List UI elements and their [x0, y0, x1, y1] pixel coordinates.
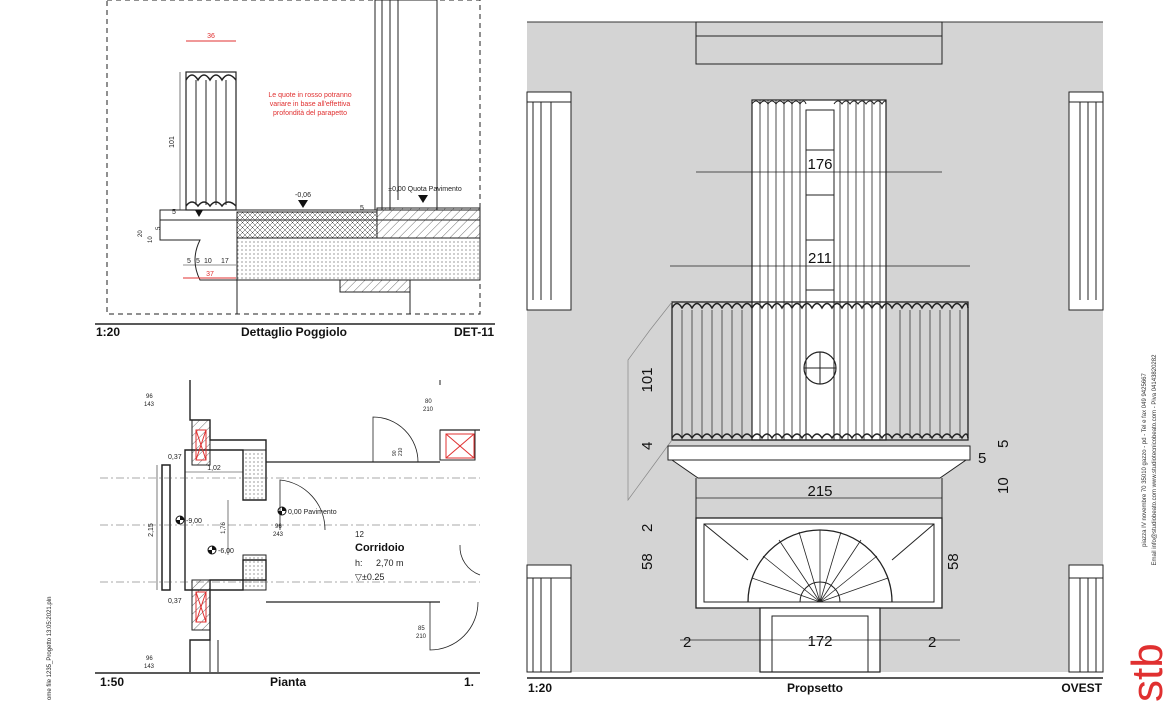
detail-dim-top: 36 — [207, 33, 215, 40]
plan-door-small-a: 90 — [392, 450, 398, 456]
detail-dim-small-2: 5 — [196, 258, 200, 265]
room-height: 2,70 m — [376, 558, 404, 568]
plan-level-pav: 0,00 Pavimento — [288, 509, 337, 516]
detail-dim-5a: 5 — [172, 209, 176, 216]
detail-dim-left-5a: 5 — [156, 226, 162, 230]
elev-dim-5a: 5 — [995, 440, 1012, 448]
elev-dim-2a: 2 — [639, 524, 656, 532]
file-name-label: ome file 1235_Progetto 13:05:2021.pln — [47, 597, 53, 700]
french-door — [751, 99, 887, 441]
detail-note-3: profondità del parapetto — [273, 110, 347, 117]
detail-dim-bottom: 37 — [206, 271, 214, 278]
plan-dim-176: 1,76 — [221, 522, 227, 534]
detail-dim-small-1: 5 — [187, 258, 191, 265]
detail-panel: 36 101 Le quote in rosso potranno variar… — [95, 0, 495, 339]
elev-dim-211: 211 — [808, 250, 832, 267]
elev-dim-2b: 2 — [683, 634, 691, 651]
detail-note-1: Le quote in rosso potranno — [268, 92, 351, 99]
detail-title: Dettaglio Poggiolo — [241, 325, 347, 339]
plan-door-small-b: 210 — [398, 447, 404, 456]
plan-level-900: -9,00 — [186, 518, 202, 525]
studio-address-2: Email info@studiobeato.com www.studiotec… — [1152, 354, 1158, 566]
plan-panel: 96 143 96 143 80 210 90 210 96 243 85 21… — [95, 380, 481, 689]
detail-dim-left-20: 20 — [138, 230, 144, 237]
detail-code: DET-11 — [454, 325, 494, 339]
plan-win-top-b: 143 — [144, 402, 155, 408]
elev-dim-4: 4 — [639, 442, 656, 450]
plan-level-600: -6,00 — [218, 548, 234, 555]
plan-win-bot-a: 96 — [146, 656, 153, 662]
detail-dim-height: 101 — [169, 136, 176, 148]
elev-code: OVEST — [1061, 681, 1102, 695]
studio-address-1: piazza IV novembre 70 35010 gazzo - pd -… — [1142, 373, 1148, 547]
elev-dim-5b: 5 — [978, 450, 986, 467]
left-window-top — [526, 91, 572, 311]
detail-dim-5b: 5 — [360, 205, 364, 212]
elev-dim-172: 172 — [807, 633, 832, 650]
plan-dim-215: 2,15 — [148, 523, 155, 537]
plan-dim-037-bot: 0,37 — [168, 598, 182, 605]
plan-door-bot-a: 85 — [418, 626, 425, 632]
plan-door-bot-b: 210 — [416, 634, 427, 640]
detail-dim-left-10: 10 — [148, 236, 154, 243]
balcony-railing — [627, 301, 969, 502]
detail-level-a: -0,06 — [295, 192, 311, 199]
right-window-top — [1068, 91, 1104, 311]
elev-title: Propsetto — [787, 681, 843, 695]
right-window-bottom — [1068, 564, 1104, 673]
plan-door-mid-a: 96 — [275, 524, 282, 530]
elev-dim-10: 10 — [995, 477, 1012, 494]
detail-level-b: ±0,00 Quota Pavimento — [388, 186, 462, 193]
elev-dim-215: 215 — [807, 483, 832, 500]
plan-title: Pianta — [270, 675, 306, 689]
plan-door-top-a: 80 — [425, 399, 432, 405]
elev-dim-58b: 58 — [945, 553, 962, 570]
elev-dim-58a: 58 — [639, 553, 656, 570]
elev-scale: 1:20 — [528, 681, 552, 695]
elevation-panel: 176 211 101 4 5 5 10 215 — [526, 0, 1104, 695]
room-height-label: h: — [355, 558, 363, 568]
detail-dim-small-4: 17 — [221, 258, 229, 265]
detail-scale: 1:20 — [96, 325, 120, 339]
room-number: 12 — [355, 530, 364, 539]
detail-dim-small-3: 10 — [204, 258, 212, 265]
elev-dim-101: 101 — [639, 367, 656, 392]
elev-dim-2c: 2 — [928, 634, 936, 651]
studio-logo: stb — [1123, 643, 1170, 702]
detail-note-2: variare in base all'effettiva — [270, 101, 351, 108]
left-window-bottom — [526, 564, 572, 673]
plan-win-bot-b: 143 — [144, 664, 155, 670]
plan-door-top-b: 210 — [423, 407, 434, 413]
room-level: ▽±0.25 — [355, 572, 384, 582]
room-name: Corridoio — [355, 542, 405, 554]
plan-scale: 1:50 — [100, 675, 124, 689]
plan-door-mid-b: 243 — [273, 532, 284, 538]
plan-dim-102: 1,02 — [207, 465, 221, 472]
plan-cut: 1. — [464, 675, 474, 689]
plan-win-top-a: 96 — [146, 394, 153, 400]
plan-dim-037-top: 0,37 — [168, 454, 182, 461]
elev-dim-176: 176 — [807, 156, 832, 173]
